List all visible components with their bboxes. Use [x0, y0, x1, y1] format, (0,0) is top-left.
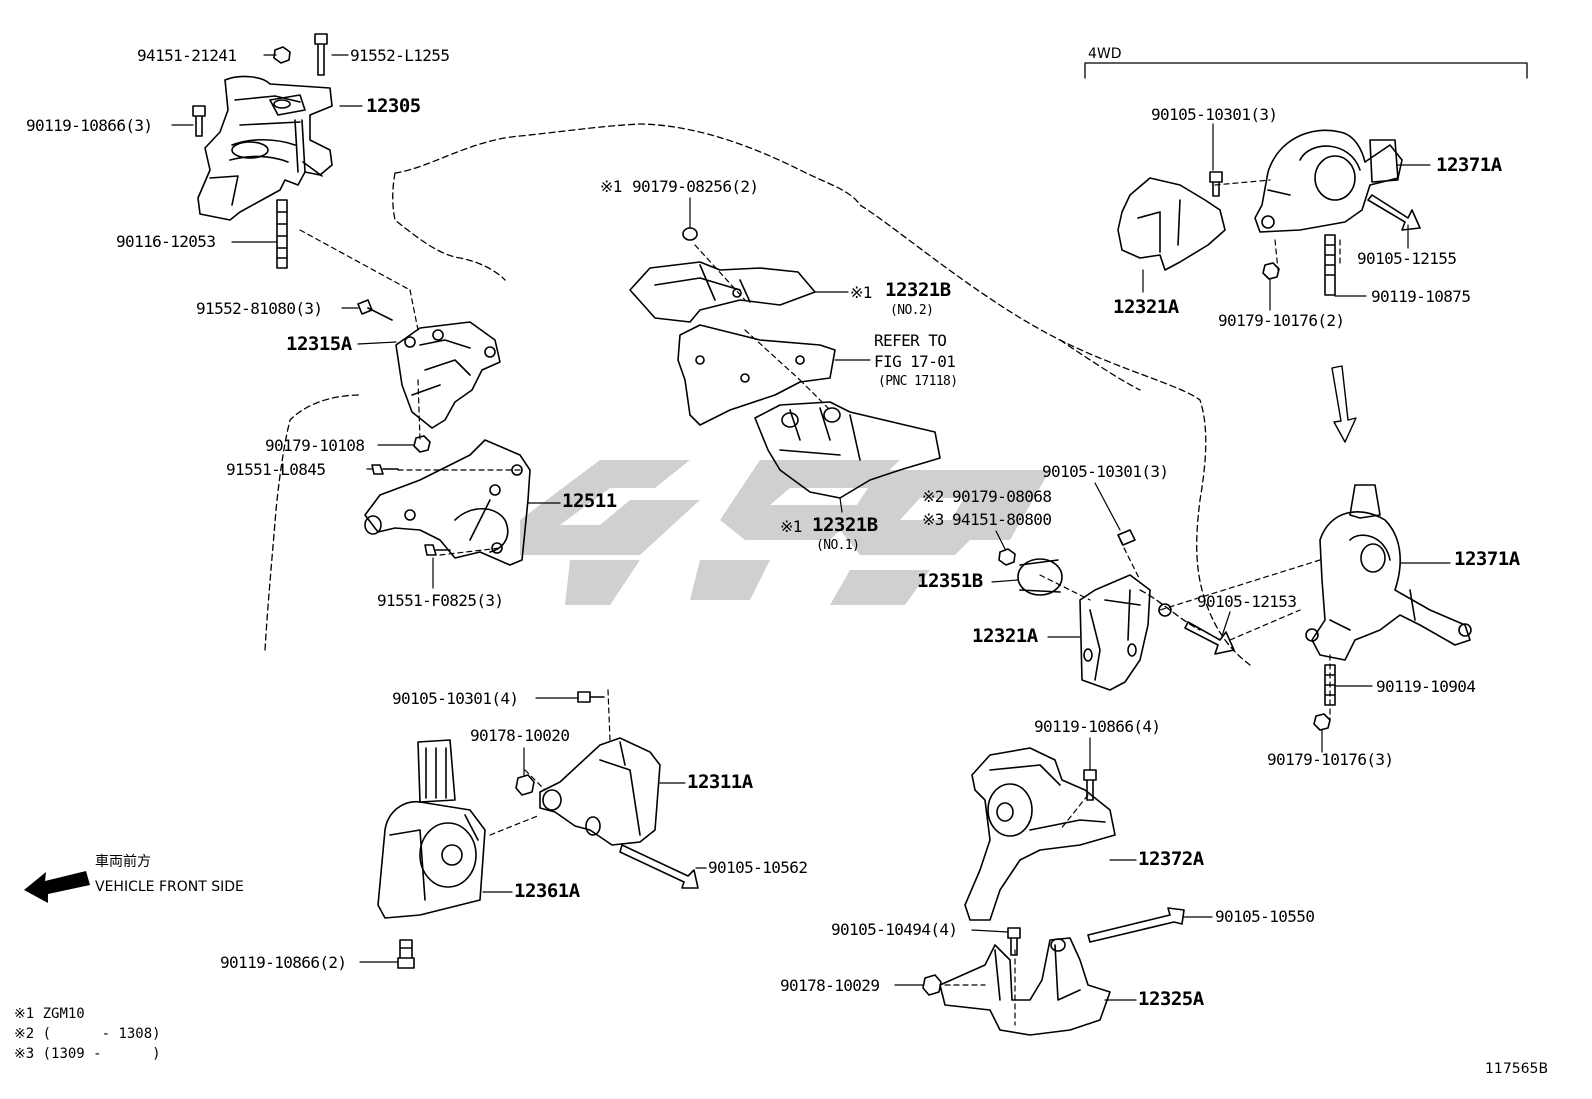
direction-label-jp: 車両前方: [95, 854, 151, 870]
part-label-90105-10550[interactable]: 90105-10550: [1215, 907, 1315, 926]
engine-mount-12305: [192, 33, 333, 269]
engine-mount-12371A-lower: [1305, 484, 1472, 731]
part-label-90105-10301-4[interactable]: 90105-10301(4): [392, 689, 519, 708]
part-label-90178-10020[interactable]: 90178-10020: [470, 726, 570, 745]
watermark-logo: [520, 460, 1050, 605]
footnote-3: ※3 (1309 - ): [14, 1046, 161, 1062]
part-label-91552-L1255[interactable]: 91552-L1255: [350, 46, 450, 65]
part-label-12321B-no1-sub: (NO.1): [816, 538, 860, 553]
mount-12351B-and-bracket-12321A: [998, 529, 1235, 691]
bracket-reference: [677, 324, 836, 426]
part-label-90105-10494-4[interactable]: 90105-10494(4): [831, 920, 958, 939]
part-label-90105-10301-3-upper[interactable]: 90105-10301(3): [1151, 105, 1278, 124]
figure-id: 117565B: [1485, 1061, 1549, 1077]
part-label-12351B[interactable]: 12351B: [917, 570, 983, 592]
bracket-12325A: [922, 907, 1185, 1036]
part-label-90105-12155[interactable]: 90105-12155: [1357, 249, 1457, 268]
engine-mount-12361A: [377, 739, 486, 969]
part-label-90119-10866-4[interactable]: 90119-10866(4): [1034, 717, 1161, 736]
part-label-90119-10904[interactable]: 90119-10904: [1376, 677, 1476, 696]
part-label-12311A[interactable]: 12311A: [687, 771, 753, 793]
bracket-12315A: [357, 299, 501, 453]
part-label-90105-12153[interactable]: 90105-12153: [1197, 592, 1297, 611]
part-label-90119-10866-2[interactable]: 90119-10866(2): [220, 953, 347, 972]
section-bracket-4wd: [1084, 62, 1528, 79]
part-label-90105-10301-3-middle[interactable]: 90105-10301(3): [1042, 462, 1169, 481]
engine-mount-12371A-upper: [1117, 129, 1421, 296]
footnote-mark-3: ※3: [922, 510, 944, 529]
footnote-1: ※1 ZGM10: [14, 1006, 85, 1022]
part-label-90179-10108[interactable]: 90179-10108: [265, 436, 365, 455]
footnotes: ※1 ZGM10 ※2 ( - 1308) ※3 (1309 - ): [14, 1004, 161, 1064]
bracket-12311A: [515, 691, 699, 889]
part-label-91552-81080-3[interactable]: 91552-81080(3): [196, 299, 323, 318]
part-label-12321B-no1[interactable]: 12321B: [812, 514, 878, 536]
engine-mount-12372A: [964, 747, 1116, 921]
refer-line-2[interactable]: FIG 17-01: [874, 352, 956, 371]
part-label-90179-10176-3[interactable]: 90179-10176(3): [1267, 750, 1394, 769]
part-label-90179-08256-2[interactable]: 90179-08256(2): [632, 177, 759, 196]
part-label-12305[interactable]: 12305: [366, 95, 421, 117]
refer-line-3: (PNC 17118): [878, 374, 958, 389]
part-label-12371A-lower[interactable]: 12371A: [1454, 548, 1520, 570]
part-label-90119-10875[interactable]: 90119-10875: [1371, 287, 1471, 306]
part-label-12321B-no2-sub: (NO.2): [890, 303, 934, 318]
view-transition-arrow-icon: [1331, 365, 1357, 443]
leader-lines: [171, 54, 1451, 1001]
part-label-12361A[interactable]: 12361A: [514, 880, 580, 902]
part-label-91551-L0845[interactable]: 91551-L0845: [226, 460, 326, 479]
vehicle-front-arrow-icon: [24, 871, 90, 903]
part-label-12325A[interactable]: 12325A: [1138, 988, 1204, 1010]
part-label-90178-10029[interactable]: 90178-10029: [780, 976, 880, 995]
part-label-94151-80800[interactable]: 94151-80800: [952, 510, 1052, 529]
footnote-mark-1: ※1: [600, 177, 622, 196]
part-label-12315A[interactable]: 12315A: [286, 333, 352, 355]
part-label-12321B-no2[interactable]: 12321B: [885, 279, 951, 301]
bracket-12321B-no1: [754, 401, 941, 499]
part-label-12371A-upper[interactable]: 12371A: [1436, 154, 1502, 176]
refer-line-1[interactable]: REFER TO: [874, 331, 947, 350]
part-label-12321A-middle[interactable]: 12321A: [972, 625, 1038, 647]
footnote-mark-2: ※2: [922, 487, 944, 506]
part-label-90116-12053[interactable]: 90116-12053: [116, 232, 216, 251]
part-label-12511[interactable]: 12511: [562, 490, 617, 512]
direction-label-en: VEHICLE FRONT SIDE: [95, 879, 244, 895]
footnote-2: ※2 ( - 1308): [14, 1026, 161, 1042]
bracket-12511: [364, 439, 531, 566]
part-label-90119-10866-3[interactable]: 90119-10866(3): [26, 116, 153, 135]
part-label-90179-08068[interactable]: 90179-08068: [952, 487, 1052, 506]
part-label-12321A-upper[interactable]: 12321A: [1113, 296, 1179, 318]
part-label-94151-21241[interactable]: 94151-21241: [137, 46, 237, 65]
engine-outline: [264, 123, 1251, 666]
part-label-90179-10176-2[interactable]: 90179-10176(2): [1218, 311, 1345, 330]
part-label-12372A[interactable]: 12372A: [1138, 848, 1204, 870]
footnote-mark-1: ※1: [780, 517, 802, 536]
section-label-4wd: 4WD: [1088, 46, 1122, 62]
footnote-mark-1: ※1: [850, 283, 872, 302]
part-label-91551-F0825-3[interactable]: 91551-F0825(3): [377, 591, 504, 610]
part-label-90105-10562[interactable]: 90105-10562: [708, 858, 808, 877]
